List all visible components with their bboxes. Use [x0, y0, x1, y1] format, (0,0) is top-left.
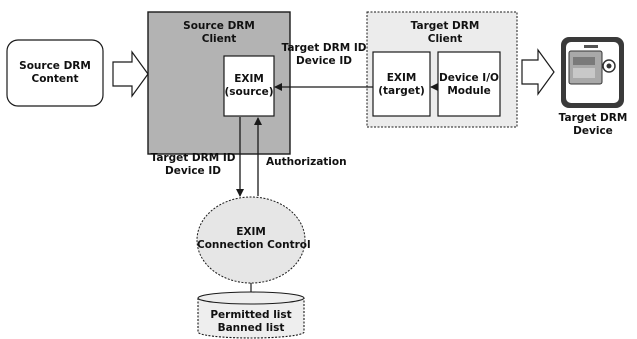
exim-target-box [372, 51, 431, 117]
source-to-control-edge-label: Target DRM ID Device ID [150, 152, 236, 177]
source-client-label: Source DRM Client [183, 20, 255, 45]
lists-cylinder [197, 291, 305, 339]
lists-label: Permitted list Banned list [210, 309, 292, 334]
exim-source-label: EXIM (source) [224, 73, 274, 98]
handheld-device-icon [561, 37, 624, 108]
exim-target-label: EXIM (target) [378, 72, 425, 97]
target-to-source-edge-label: Target DRM ID Device ID [281, 42, 367, 67]
target-client-label: Target DRM Client [410, 20, 480, 45]
source-content-label: Source DRM Content [19, 60, 91, 85]
target-device-label: Target DRM Device [558, 112, 628, 137]
device-io-box [437, 51, 501, 117]
connection-control-label: EXIM Connection Control [197, 226, 311, 251]
device-io-label: Device I/O Module [439, 72, 499, 97]
source-content-box [6, 39, 104, 107]
client-to-device-arrow [521, 48, 555, 96]
content-to-client-arrow [112, 50, 149, 98]
connection-control-ellipse [196, 196, 306, 284]
control-to-source-edge-label: Authorization [266, 156, 347, 168]
